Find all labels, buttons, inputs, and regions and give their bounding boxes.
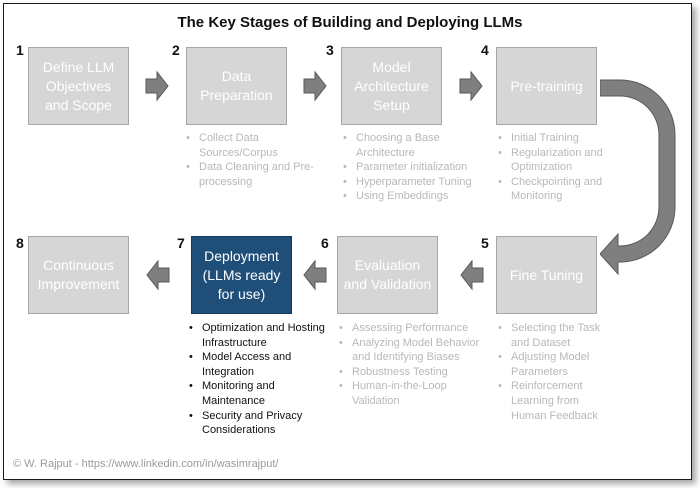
- list-item: Reinforcement Learning from Human Feedba…: [497, 379, 612, 423]
- list-item: Data Cleaning and Pre-processing: [185, 160, 325, 189]
- stage-box-3: Model Architecture Setup: [341, 47, 442, 125]
- list-item: Choosing a Base Architecture: [342, 131, 492, 160]
- arrow-left-icon-5-to-6: [460, 259, 484, 291]
- stage-3-bullets: Choosing a Base Architecture Parameter i…: [342, 131, 492, 204]
- stage-number-8: 8: [16, 235, 24, 251]
- stage-5-bullets: Selecting the Task and Dataset Adjusting…: [497, 321, 612, 423]
- arrow-left-icon-7-to-8: [146, 259, 170, 291]
- list-item: Adjusting Model Parameters: [497, 350, 612, 379]
- list-item: Parameter initialization: [342, 160, 492, 175]
- stage-7-bullets: Optimization and Hosting Infrastructure …: [188, 321, 328, 438]
- stage-number-6: 6: [321, 235, 329, 251]
- stage-number-7: 7: [177, 235, 185, 251]
- stage-label-8: Continuous Improvement: [37, 257, 120, 292]
- list-item: Human-in-the-Loop Validation: [338, 379, 483, 408]
- stage-box-2: Data Preparation: [186, 47, 287, 125]
- list-item: Selecting the Task and Dataset: [497, 321, 612, 350]
- stage-label-4: Pre-training: [510, 77, 583, 94]
- list-item: Analyzing Model Behavior and Identifying…: [338, 336, 483, 365]
- stage-label-7: Deployment (LLMs ready for use): [202, 247, 281, 302]
- stage-number-2: 2: [172, 42, 180, 58]
- stage-number-5: 5: [481, 235, 489, 251]
- stage-label-2: Data Preparation: [200, 68, 273, 103]
- stage-2-bullets: Collect Data Sources/Corpus Data Cleanin…: [185, 131, 325, 189]
- stage-box-5: Fine Tuning: [496, 236, 597, 314]
- stage-6-bullets: Assessing Performance Analyzing Model Be…: [338, 321, 483, 409]
- stage-label-1: Define LLM Objectives and Scope: [42, 58, 115, 113]
- list-item: Initial Training: [497, 131, 615, 146]
- list-item: Regularization and Optimization: [497, 146, 615, 175]
- list-item: Using Embeddings: [342, 189, 492, 204]
- list-item: Monitoring and Maintenance: [188, 379, 328, 408]
- stage-number-4: 4: [481, 42, 489, 58]
- stage-number-1: 1: [16, 42, 24, 58]
- stage-box-1: Define LLM Objectives and Scope: [28, 47, 129, 125]
- list-item: Model Access and Integration: [188, 350, 328, 379]
- list-item: Optimization and Hosting Infrastructure: [188, 321, 328, 350]
- stage-box-4: Pre-training: [496, 47, 597, 125]
- list-item: Collect Data Sources/Corpus: [185, 131, 325, 160]
- curved-arrow-icon-4-to-5: [600, 79, 676, 276]
- arrow-right-icon-1-to-2: [145, 70, 169, 102]
- diagram-title: The Key Stages of Building and Deploying…: [177, 14, 523, 31]
- list-item: Security and Privacy Considerations: [188, 409, 328, 438]
- list-item: Hyperparameter Tuning: [342, 175, 492, 190]
- copyright-footer: © W. Rajput - https://www.linkedin.com/i…: [13, 458, 279, 470]
- list-item: Robustness Testing: [338, 365, 483, 380]
- stage-label-5: Fine Tuning: [509, 266, 584, 283]
- stage-label-3: Model Architecture Setup: [354, 58, 429, 113]
- stage-box-6: Evaluation and Validation: [337, 236, 438, 314]
- stage-number-3: 3: [326, 42, 334, 58]
- stage-label-6: Evaluation and Validation: [343, 257, 432, 292]
- arrow-right-icon-2-to-3: [303, 70, 327, 102]
- stage-box-8: Continuous Improvement: [28, 236, 129, 314]
- list-item: Assessing Performance: [338, 321, 483, 336]
- arrow-left-icon-6-to-7: [303, 259, 327, 291]
- stage-4-bullets: Initial Training Regularization and Opti…: [497, 131, 615, 204]
- stage-box-7-highlighted: Deployment (LLMs ready for use): [191, 236, 292, 314]
- list-item: Checkpointing and Monitoring: [497, 175, 615, 204]
- arrow-right-icon-3-to-4: [459, 70, 483, 102]
